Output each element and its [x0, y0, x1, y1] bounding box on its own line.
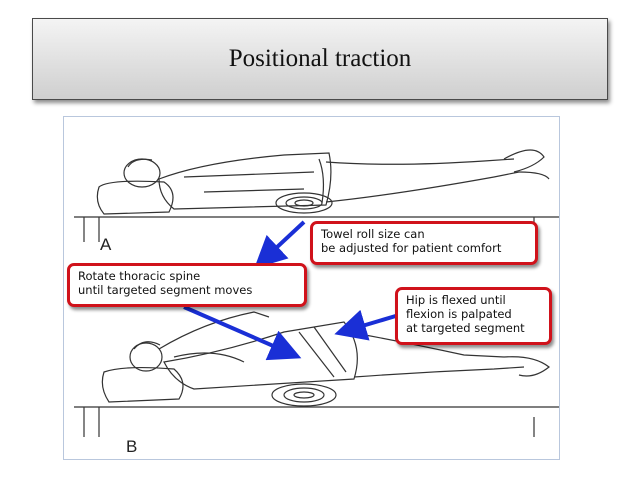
rotate-spine-callout: Rotate thoracic spine until targeted seg… — [67, 263, 307, 307]
arrow-to-towel-roll — [254, 220, 306, 269]
figure-b-patient-illustration — [74, 311, 559, 437]
towel-roll-callout: Towel roll size can be adjusted for pati… — [310, 221, 538, 265]
figure-a-patient-illustration — [74, 149, 559, 242]
illustration — [74, 149, 559, 437]
hip-flexed-callout: Hip is flexed until flexion is palpated … — [395, 287, 552, 345]
figure-label-a: A — [100, 235, 112, 254]
slide-title: Positional traction — [228, 45, 412, 72]
arrow-to-hip — [334, 309, 400, 341]
positional-traction-figure: A B Towel roll size can be adjusted for … — [63, 116, 560, 460]
title-banner: Positional traction — [32, 18, 608, 100]
pointer-arrows — [183, 220, 400, 361]
arrow-to-spine — [183, 305, 302, 361]
figure-label-b: B — [126, 437, 138, 456]
